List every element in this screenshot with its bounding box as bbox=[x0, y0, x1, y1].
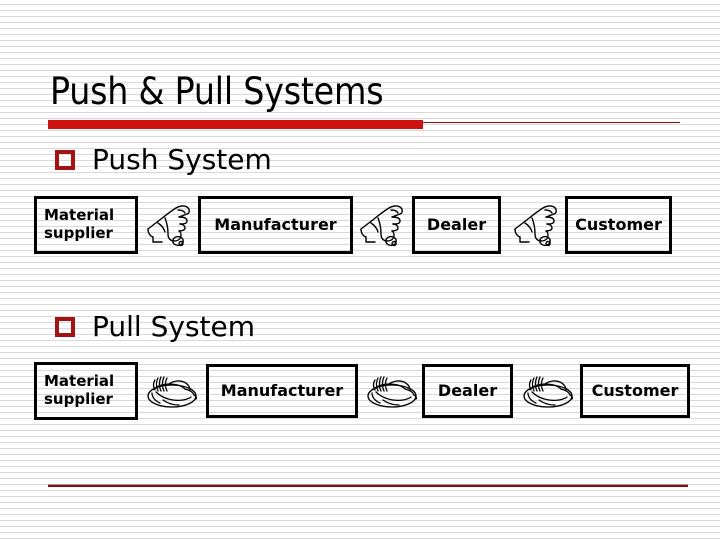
flow-node-customer: Customer bbox=[580, 364, 690, 418]
bullet-item-pull-system: Pull System bbox=[55, 312, 255, 342]
flow-node-material-supplier: Material supplier bbox=[34, 196, 138, 254]
flow-node-label-line2: supplier bbox=[44, 224, 113, 242]
flow-node-label-line2: supplier bbox=[44, 390, 113, 408]
flow-diagram-push: Material supplier Manufacturer bbox=[0, 196, 720, 266]
flow-diagram-pull: Material supplier Manufactur bbox=[0, 362, 720, 432]
bullet-item-label: Pull System bbox=[92, 310, 256, 343]
flow-node-customer: Customer bbox=[565, 196, 672, 254]
bullet-item-label: Push System bbox=[92, 143, 272, 176]
pushing-hand-icon bbox=[360, 205, 403, 247]
flow-node-label-line1: Material bbox=[44, 372, 115, 391]
pushing-hand-icon bbox=[147, 205, 190, 247]
bullet-item-push-system: Push System bbox=[55, 145, 272, 175]
pulling-hand-icon bbox=[367, 376, 418, 408]
page-title: Push & Pull Systems bbox=[50, 70, 384, 113]
flow-node-material-supplier: Material supplier bbox=[34, 362, 138, 420]
title-underline-thick bbox=[48, 120, 423, 129]
flow-node-dealer: Dealer bbox=[412, 196, 501, 254]
flow-node-dealer: Dealer bbox=[422, 364, 513, 418]
flow-node-manufacturer: Manufacturer bbox=[198, 196, 353, 254]
square-outline-bullet-icon bbox=[55, 317, 75, 337]
flow-node-label-line1: Material bbox=[44, 206, 115, 225]
pulling-hand-icon bbox=[147, 376, 198, 408]
pushing-hand-icon bbox=[514, 205, 557, 247]
flow-node-manufacturer: Manufacturer bbox=[206, 364, 358, 418]
pulling-hand-icon bbox=[523, 376, 574, 408]
footer-divider bbox=[48, 484, 688, 487]
square-outline-bullet-icon bbox=[55, 150, 75, 170]
